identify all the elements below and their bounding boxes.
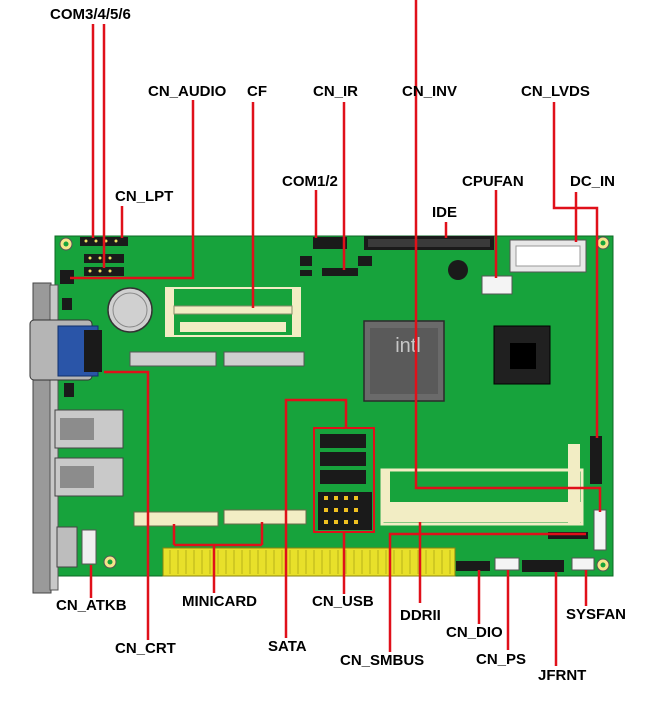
label-cpufan: CPUFAN [462, 173, 524, 190]
buzzer [448, 260, 468, 280]
minicard-latches [129, 351, 305, 367]
cpu-package: intl [363, 320, 445, 402]
label-sysfan: SYSFAN [566, 606, 627, 623]
com12-header [313, 237, 347, 249]
label-cn-inv: CN_INV [402, 83, 458, 100]
label-cn-smbus: CN_SMBUS [340, 652, 425, 669]
pci-edge-connector [162, 547, 456, 577]
ddr2-slot [380, 444, 584, 526]
label-ide: IDE [432, 204, 458, 221]
cpufan-connector [481, 275, 513, 295]
label-sata: SATA [268, 638, 307, 655]
label-cn-lpt: CN_LPT [115, 188, 174, 205]
label-cn-ps: CN_PS [476, 651, 527, 668]
label-cn-atkb: CN_ATKB [56, 597, 127, 614]
label-cn-dio: CN_DIO [446, 624, 503, 641]
dio-header [456, 561, 490, 571]
ps-connector [494, 557, 520, 571]
cmos-battery [107, 287, 153, 333]
jfrnt-header [522, 560, 564, 572]
label-minicard: MINICARD [182, 593, 257, 610]
label-cn-ir: CN_IR [313, 83, 359, 100]
label-dc-in: DC_IN [570, 173, 616, 190]
label-cn-usb: CN_USB [312, 593, 374, 610]
leader-lines [70, 0, 602, 666]
lvds-connector [590, 436, 602, 484]
label-com3456: COM3/4/5/6 [50, 6, 131, 23]
chipset [493, 325, 551, 385]
label-jfrnt: JFRNT [538, 667, 587, 684]
label-com12: COM1/2 [282, 173, 338, 190]
rear-io-bracket [29, 270, 124, 594]
chip-logo-text: intl [395, 335, 421, 357]
label-cn-audio: CN_AUDIO [148, 83, 227, 100]
inv-connector [593, 509, 607, 551]
label-cf: CF [247, 83, 267, 100]
sysfan-connector [571, 557, 595, 571]
label-cn-crt: CN_CRT [115, 640, 176, 657]
label-cn-lvds: CN_LVDS [521, 83, 590, 100]
label-ddrii: DDRII [400, 607, 441, 624]
cf-slot [165, 287, 301, 337]
